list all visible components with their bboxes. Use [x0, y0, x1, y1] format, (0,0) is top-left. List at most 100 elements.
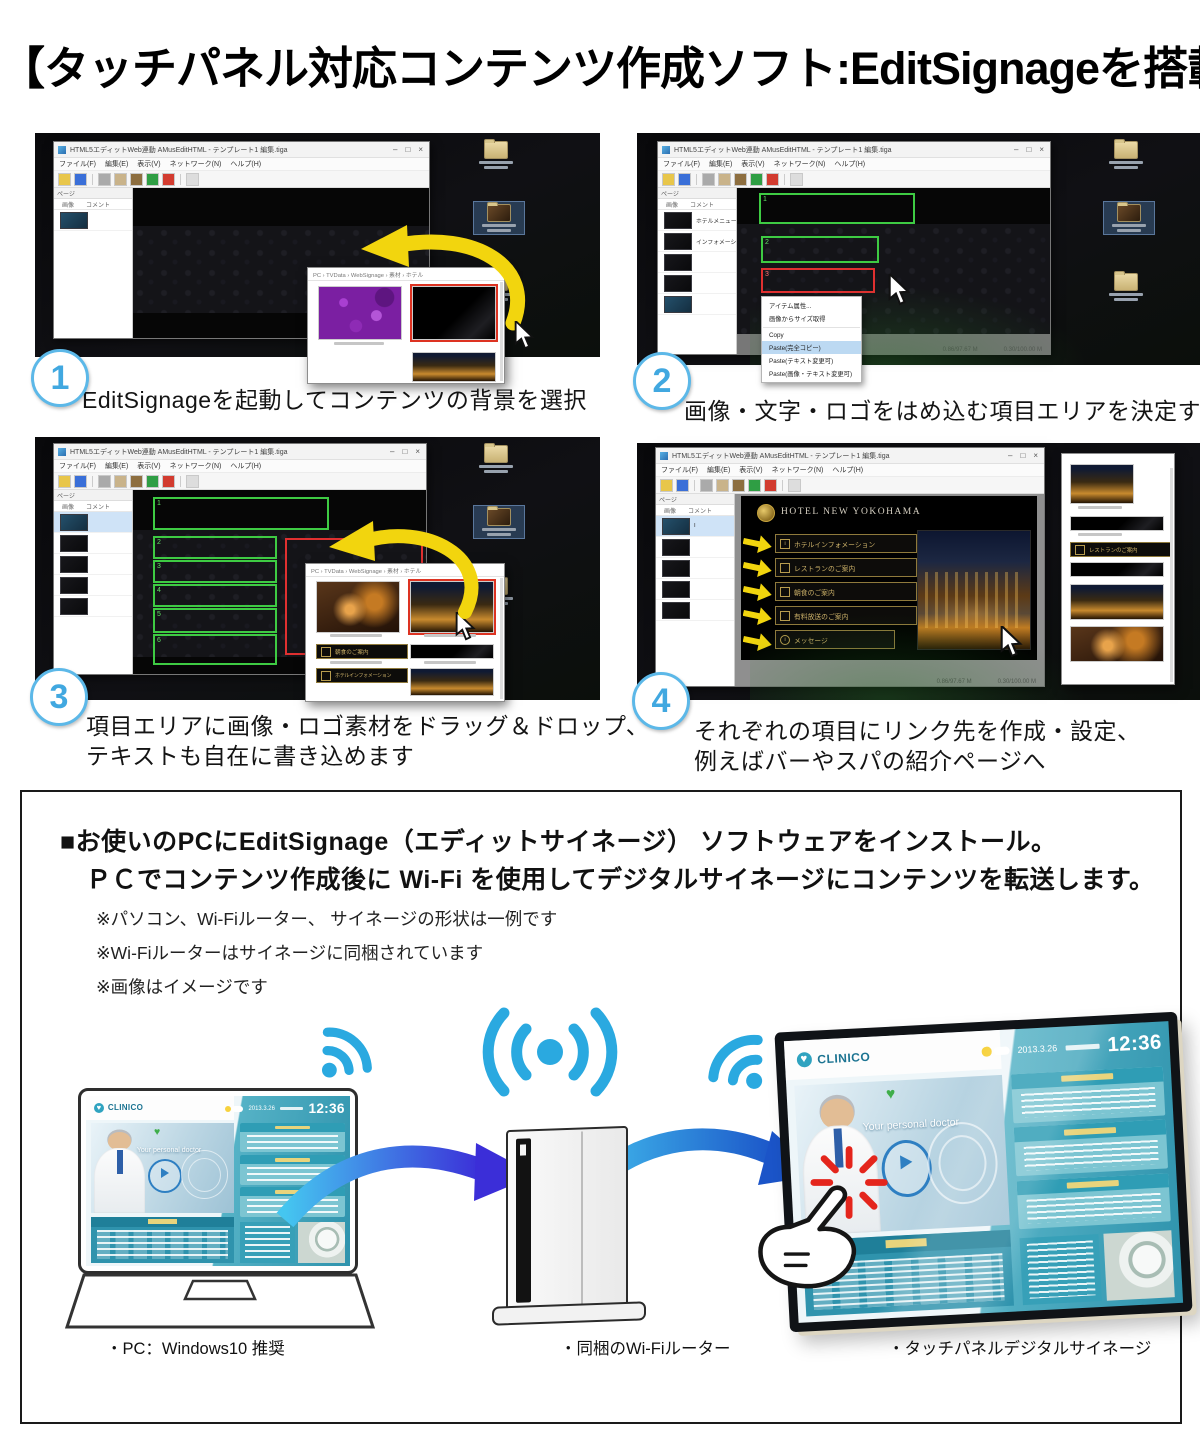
upload-button[interactable]	[748, 478, 761, 492]
menu-network[interactable]: ネットワーク(N)	[773, 161, 826, 168]
alert-button[interactable]	[766, 172, 779, 186]
background-thumbnail-hotel[interactable]	[412, 352, 496, 382]
tab-page[interactable]: ページ	[57, 191, 75, 198]
menu-help[interactable]: ヘルプ(H)	[230, 463, 262, 470]
desktop-icon-selected[interactable]	[473, 505, 525, 539]
save-button[interactable]	[676, 478, 689, 492]
menu-help[interactable]: ヘルプ(H)	[834, 161, 866, 168]
menu-view[interactable]: 表示(V)	[741, 161, 765, 168]
page-thumbnail[interactable]	[662, 601, 690, 619]
item-area-rect[interactable]: 1	[759, 193, 915, 224]
item-area-rect[interactable]: 4	[153, 584, 277, 607]
asset-thumbnail-hotel-selected[interactable]	[408, 579, 496, 635]
page-row[interactable]: ホテルメニュー	[658, 210, 736, 231]
play-button[interactable]	[148, 1159, 183, 1194]
help-button[interactable]	[790, 172, 803, 186]
page-row[interactable]	[54, 554, 132, 575]
cut-button[interactable]	[98, 172, 111, 186]
item-area-rect[interactable]: 2	[761, 236, 879, 263]
page-row[interactable]	[54, 533, 132, 554]
help-button[interactable]	[186, 172, 199, 186]
page-row[interactable]	[656, 579, 734, 600]
maximize-button[interactable]: □	[1020, 451, 1026, 460]
menu-edit[interactable]: 編集(E)	[708, 161, 733, 168]
maximize-button[interactable]: □	[402, 447, 408, 456]
asset-button[interactable]: レストランのご案内	[1070, 542, 1172, 557]
minimize-button[interactable]: –	[393, 145, 398, 154]
menu-file[interactable]: ファイル(F)	[663, 161, 700, 168]
item-area-rect[interactable]: 5	[153, 608, 277, 633]
page-thumbnail[interactable]	[60, 555, 88, 573]
copy-button[interactable]	[718, 172, 731, 186]
tab-page[interactable]: ページ	[57, 493, 75, 500]
info-panel[interactable]	[1011, 1066, 1166, 1124]
desktop-icon-selected[interactable]	[1103, 201, 1155, 235]
background-thumbnail-black-selected[interactable]	[410, 284, 498, 342]
page-thumbnail[interactable]	[664, 253, 692, 271]
hotel-menu-button[interactable]: 有料放送のご案内	[775, 606, 917, 625]
help-button[interactable]	[186, 474, 199, 488]
desktop-icon[interactable]	[473, 139, 519, 169]
open-button[interactable]	[662, 172, 675, 186]
paste-button[interactable]	[732, 478, 745, 492]
asset-thumbnail-hotel2[interactable]	[410, 668, 494, 696]
close-button[interactable]: ×	[1033, 451, 1038, 460]
page-row-selected[interactable]	[54, 512, 132, 533]
page-thumbnail[interactable]	[664, 274, 692, 292]
page-row[interactable]	[658, 294, 736, 315]
asset-thumbnail[interactable]	[1070, 464, 1134, 504]
desktop-icon[interactable]	[1103, 139, 1149, 169]
hotel-menu-button[interactable]: 朝食のご案内	[775, 582, 917, 601]
context-menu-item[interactable]: 画像からサイズ取得	[769, 316, 826, 323]
hotel-menu-button[interactable]: i メッセージ	[775, 630, 895, 649]
save-button[interactable]	[74, 172, 87, 186]
page-thumbnail[interactable]	[60, 597, 88, 615]
page-row[interactable]	[656, 537, 734, 558]
maximize-button[interactable]: □	[405, 145, 411, 154]
menu-view[interactable]: 表示(V)	[137, 463, 161, 470]
tab-page[interactable]: ページ	[661, 191, 679, 198]
asset-thumbnail[interactable]	[1070, 584, 1164, 620]
paste-button[interactable]	[130, 172, 143, 186]
context-menu-item[interactable]: Paste(テキスト変更可)	[769, 358, 834, 365]
tab-page[interactable]: ページ	[659, 497, 677, 504]
page-row[interactable]	[658, 252, 736, 273]
page-thumbnail[interactable]	[60, 576, 88, 594]
background-thumbnail-purple[interactable]	[318, 286, 402, 340]
breadcrumb[interactable]: PC › TVData › WebSignage › 素材 › ホテル	[306, 564, 504, 577]
menu-edit[interactable]: 編集(E)	[104, 463, 129, 470]
item-area-rect[interactable]: 2	[153, 536, 277, 559]
upload-button[interactable]	[146, 474, 159, 488]
page-thumbnail[interactable]	[60, 211, 88, 229]
minimize-button[interactable]: –	[1008, 451, 1013, 460]
alert-button[interactable]	[162, 172, 175, 186]
hotel-menu-button[interactable]: レストランのご案内	[775, 558, 917, 577]
scrollbar[interactable]	[1170, 468, 1173, 682]
cut-button[interactable]	[702, 172, 715, 186]
page-thumbnail[interactable]	[60, 534, 88, 552]
save-button[interactable]	[74, 474, 87, 488]
desktop-icon[interactable]	[1103, 271, 1149, 301]
save-button[interactable]	[678, 172, 691, 186]
item-area-rect[interactable]: 1	[153, 497, 329, 530]
paste-button[interactable]	[734, 172, 747, 186]
copy-button[interactable]	[716, 478, 729, 492]
breadcrumb[interactable]: PC › TVData › WebSignage › 素材 › ホテル	[308, 268, 504, 281]
asset-button-information[interactable]: ホテルインフォメーション	[316, 668, 408, 683]
page-row-selected[interactable]: I	[656, 516, 734, 537]
info-panel[interactable]	[1016, 1172, 1172, 1230]
menu-edit[interactable]: 編集(E)	[706, 467, 731, 474]
menu-network[interactable]: ネットワーク(N)	[169, 463, 222, 470]
item-area-rect[interactable]: 3	[153, 560, 277, 583]
desktop-icon-selected[interactable]	[473, 201, 525, 235]
menu-edit[interactable]: 編集(E)	[104, 161, 129, 168]
page-row[interactable]: インフォメーション	[658, 231, 736, 252]
scrollbar[interactable]	[500, 578, 503, 699]
open-button[interactable]	[58, 172, 71, 186]
page-thumbnail[interactable]	[662, 580, 690, 598]
item-area-rect-selected[interactable]: 3	[761, 268, 875, 293]
scrollbar[interactable]	[500, 282, 503, 381]
asset-thumbnail-restaurant[interactable]	[316, 581, 400, 633]
menu-network[interactable]: ネットワーク(N)	[169, 161, 222, 168]
asset-button-blank[interactable]	[1070, 562, 1164, 577]
